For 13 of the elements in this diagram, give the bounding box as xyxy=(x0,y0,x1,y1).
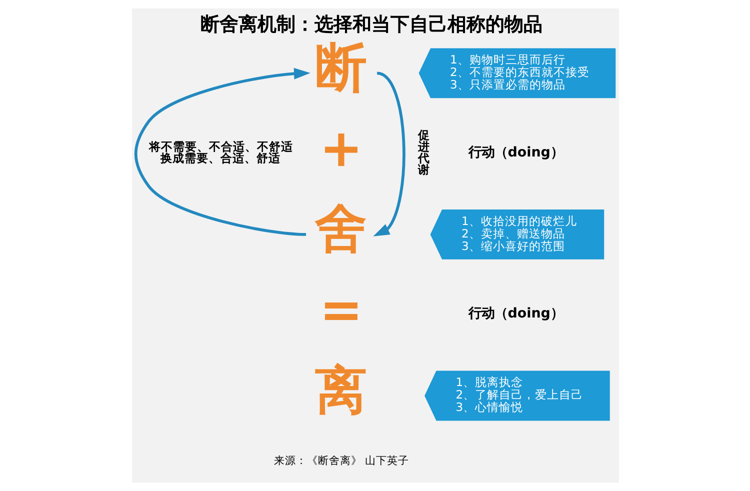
node-text: 舍 xyxy=(314,200,367,260)
arrow xyxy=(372,72,405,236)
label: + xyxy=(318,119,362,180)
label: 来源：《断舍离》 山下英子 xyxy=(273,455,409,468)
node-label: 行动（doing） xyxy=(468,306,563,322)
label: 离 xyxy=(314,360,367,421)
node-label: 行动（doing） xyxy=(468,145,563,160)
arrow xyxy=(134,68,310,236)
edge-label: 促进代谢 xyxy=(417,128,430,177)
label: = xyxy=(318,280,362,340)
node-text: 断 xyxy=(314,38,367,98)
diagram-title: 断舍离机制：选择和当下自己相称的物品 xyxy=(200,12,542,36)
edge-label: 将不需要、不合适、不舒适换成需要、合适、舒适 xyxy=(148,140,293,166)
